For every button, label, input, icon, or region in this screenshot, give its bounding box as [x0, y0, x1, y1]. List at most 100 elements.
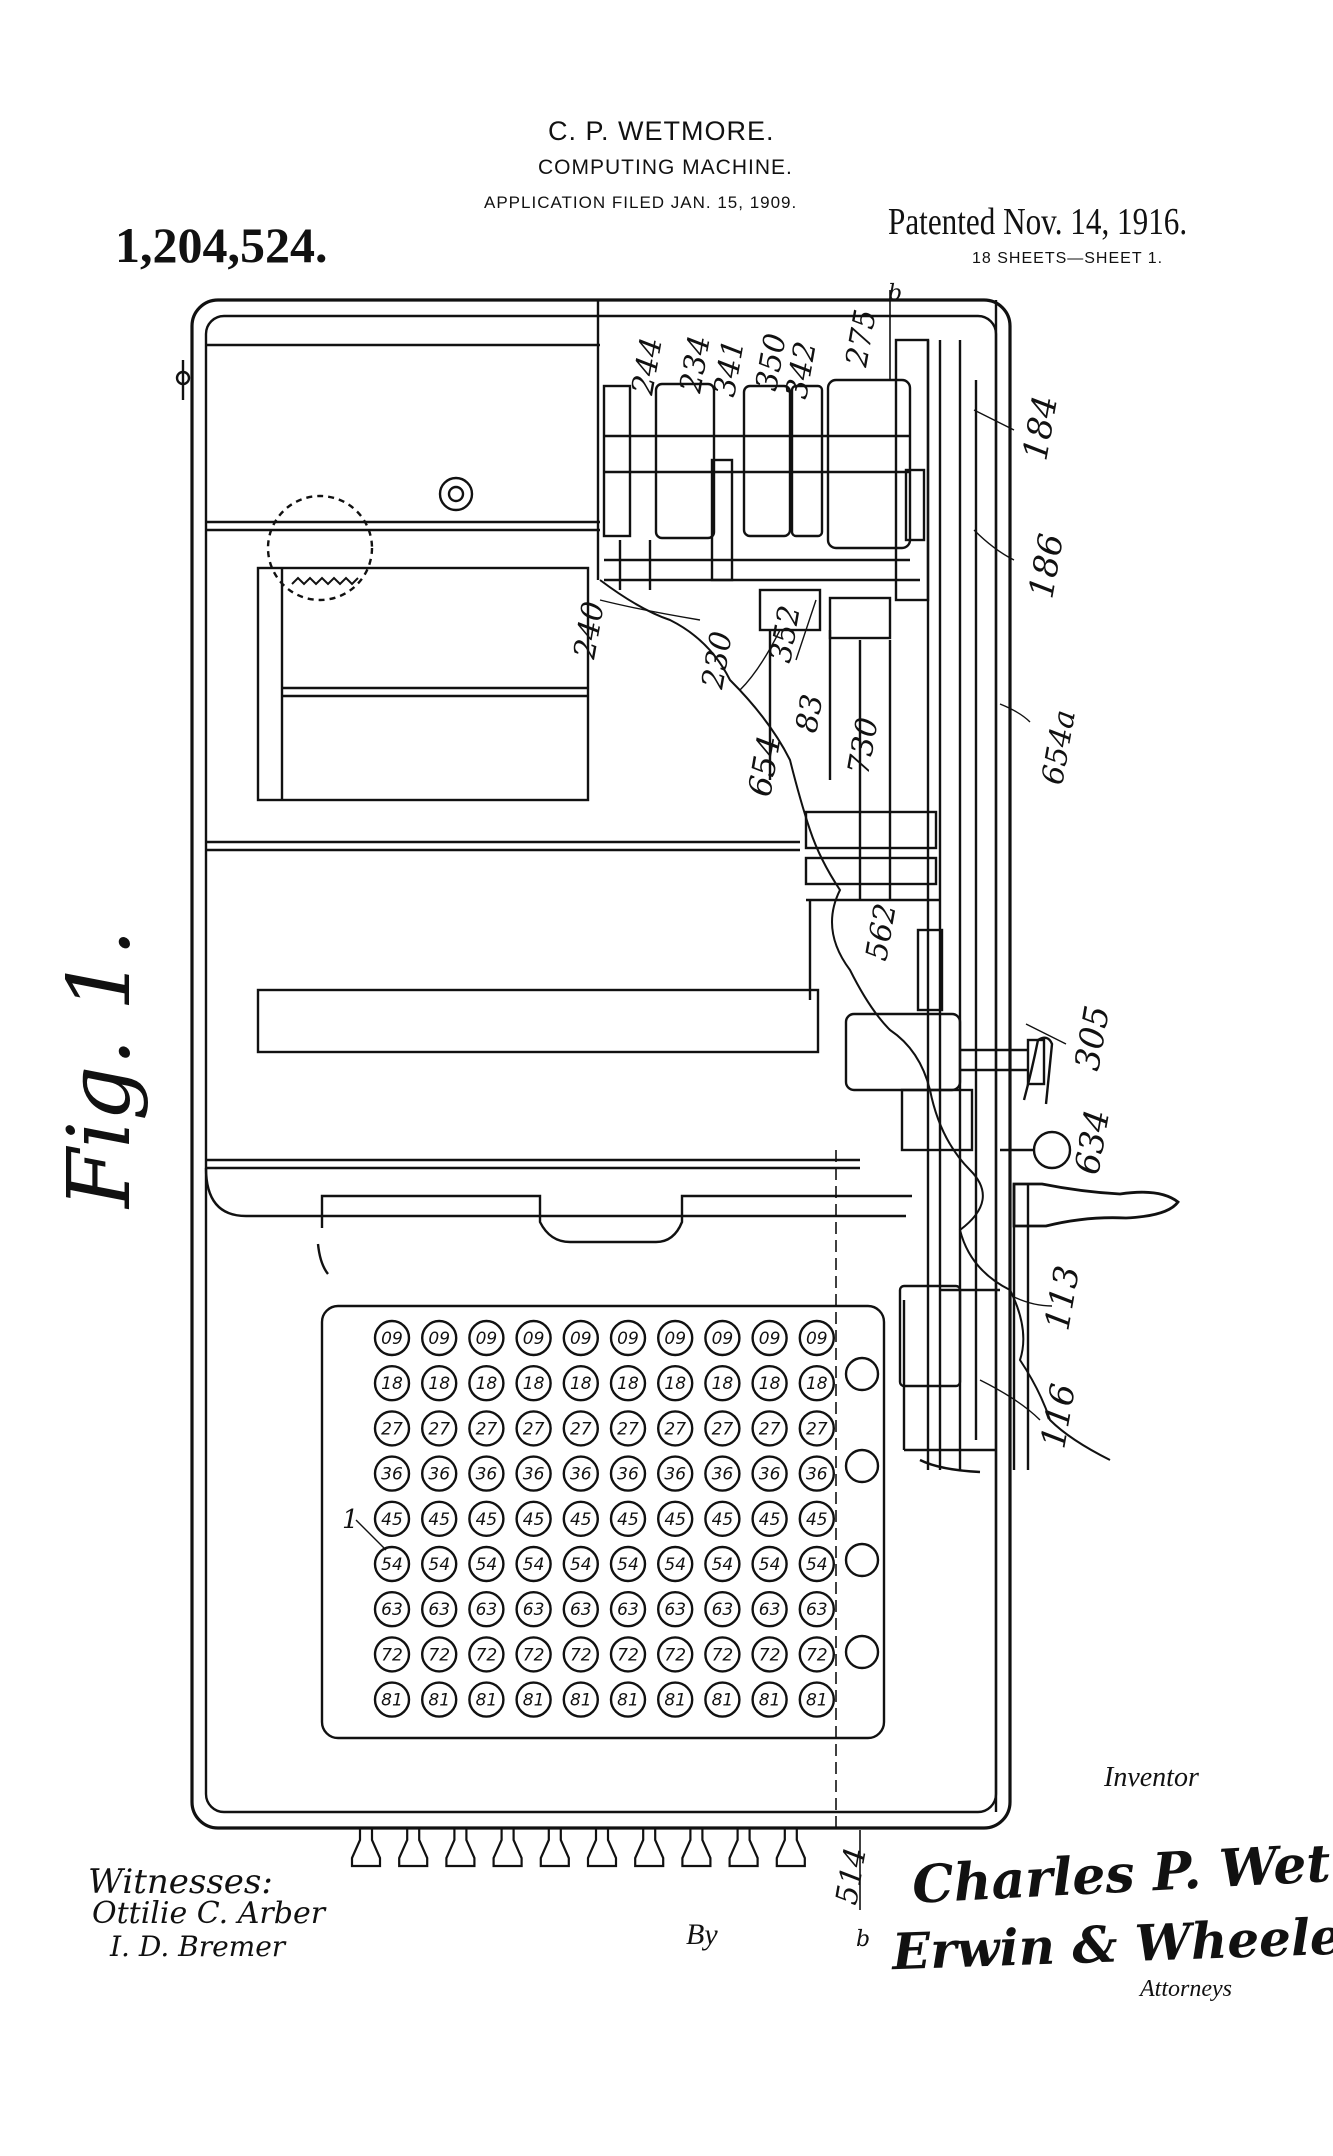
number-key-label: 45 [570, 1510, 592, 1530]
round-key [844, 1356, 880, 1392]
number-key-label: 72 [570, 1645, 592, 1665]
number-key-label: 36 [806, 1465, 828, 1485]
application-date: APPLICATION FILED JAN. 15, 1909. [484, 193, 798, 212]
ref-b-top: b [888, 281, 902, 306]
number-key [515, 1455, 552, 1492]
ref-240: 240 [567, 599, 612, 662]
number-key-label: 81 [476, 1691, 498, 1711]
number-key-label: 09 [381, 1329, 403, 1349]
round-key [844, 1634, 880, 1670]
number-key [609, 1319, 647, 1357]
number-key-label: 72 [712, 1645, 734, 1665]
number-key-label: 27 [381, 1419, 403, 1439]
ref-113: 113 [1037, 1263, 1088, 1334]
number-key [798, 1500, 835, 1538]
number-key [609, 1545, 647, 1583]
sheet-count: 18 SHEETS—SHEET 1. [972, 250, 1164, 267]
number-key-label: 54 [712, 1555, 734, 1575]
number-key [468, 1364, 505, 1402]
number-key [609, 1636, 647, 1673]
number-key-label: 27 [523, 1419, 545, 1439]
number-key [468, 1500, 505, 1538]
number-key-label: 81 [664, 1691, 686, 1711]
number-key-label: 45 [664, 1510, 686, 1530]
number-key-label: 45 [759, 1510, 781, 1530]
crank-handle [1012, 1182, 1180, 1228]
number-key [373, 1590, 411, 1628]
number-key-label: 27 [617, 1419, 639, 1439]
number-key-label: 27 [806, 1419, 828, 1439]
number-key [421, 1500, 458, 1538]
bottom-key [681, 1828, 712, 1868]
number-key-label: 36 [570, 1465, 592, 1485]
number-key [421, 1636, 458, 1673]
number-key [373, 1319, 411, 1357]
witness-2-signature: I. D. Bremer [110, 1930, 286, 1963]
ref-634: 634 [1067, 1107, 1118, 1178]
number-key [751, 1636, 788, 1673]
ref-514: 514 [829, 1845, 873, 1907]
number-key [704, 1410, 741, 1447]
number-key-label: 63 [712, 1600, 734, 1620]
by-label: By [686, 1918, 718, 1951]
number-key-label: 72 [617, 1645, 639, 1665]
witness-1-signature: Ottilie C. Arber [92, 1896, 326, 1931]
number-key [798, 1410, 835, 1447]
number-key [562, 1636, 599, 1673]
number-key [468, 1455, 505, 1492]
number-key-label: 63 [806, 1600, 828, 1620]
inventor-name: C. P. WETMORE. [548, 116, 775, 146]
number-key-label: 45 [381, 1510, 403, 1530]
number-key-label: 09 [523, 1329, 545, 1349]
patented-date: Patented Nov. 14, 1916. [888, 201, 1188, 243]
number-key-label: 09 [759, 1329, 781, 1349]
number-key-label: 27 [476, 1419, 498, 1439]
bottom-key [350, 1828, 382, 1868]
number-key [468, 1590, 505, 1628]
number-key-label: 09 [806, 1329, 828, 1349]
number-key [657, 1545, 694, 1583]
number-key [468, 1319, 505, 1357]
attorneys-label: Attorneys [1140, 1976, 1232, 2002]
number-key [609, 1500, 647, 1538]
number-key-label: 63 [570, 1600, 592, 1620]
number-key [704, 1681, 741, 1718]
number-key [609, 1590, 647, 1628]
number-key-label: 18 [570, 1374, 592, 1394]
ref-654: 654 [740, 733, 788, 800]
bottom-key [445, 1828, 476, 1868]
number-key [657, 1681, 694, 1718]
number-key-label: 09 [617, 1329, 639, 1349]
number-key-label: 81 [617, 1691, 639, 1711]
number-key-label: 27 [570, 1419, 592, 1439]
number-key [798, 1319, 835, 1357]
number-key [515, 1545, 552, 1583]
number-key-label: 36 [428, 1465, 450, 1485]
number-key [373, 1410, 411, 1447]
number-key [609, 1410, 647, 1447]
number-key [562, 1545, 599, 1583]
number-key [515, 1364, 552, 1402]
number-key-label: 81 [712, 1691, 734, 1711]
number-key-label: 72 [523, 1645, 545, 1665]
number-key [562, 1455, 599, 1492]
number-key-label: 54 [381, 1555, 403, 1575]
number-key-label: 81 [759, 1691, 781, 1711]
number-key [609, 1681, 647, 1718]
ref-305: 305 [1067, 1003, 1118, 1074]
figure-label: Fig. 1. [50, 929, 150, 1208]
bottom-key [586, 1828, 618, 1868]
number-key [562, 1500, 599, 1538]
number-key-label: 36 [759, 1465, 781, 1485]
number-key [704, 1590, 741, 1628]
number-key-label: 18 [381, 1374, 403, 1394]
number-key [704, 1500, 741, 1538]
ref-352: 352 [763, 603, 807, 665]
number-key [798, 1636, 835, 1673]
number-key-label: 09 [476, 1329, 498, 1349]
number-key [657, 1500, 694, 1538]
number-key [468, 1636, 505, 1673]
number-key-label: 36 [381, 1465, 403, 1485]
